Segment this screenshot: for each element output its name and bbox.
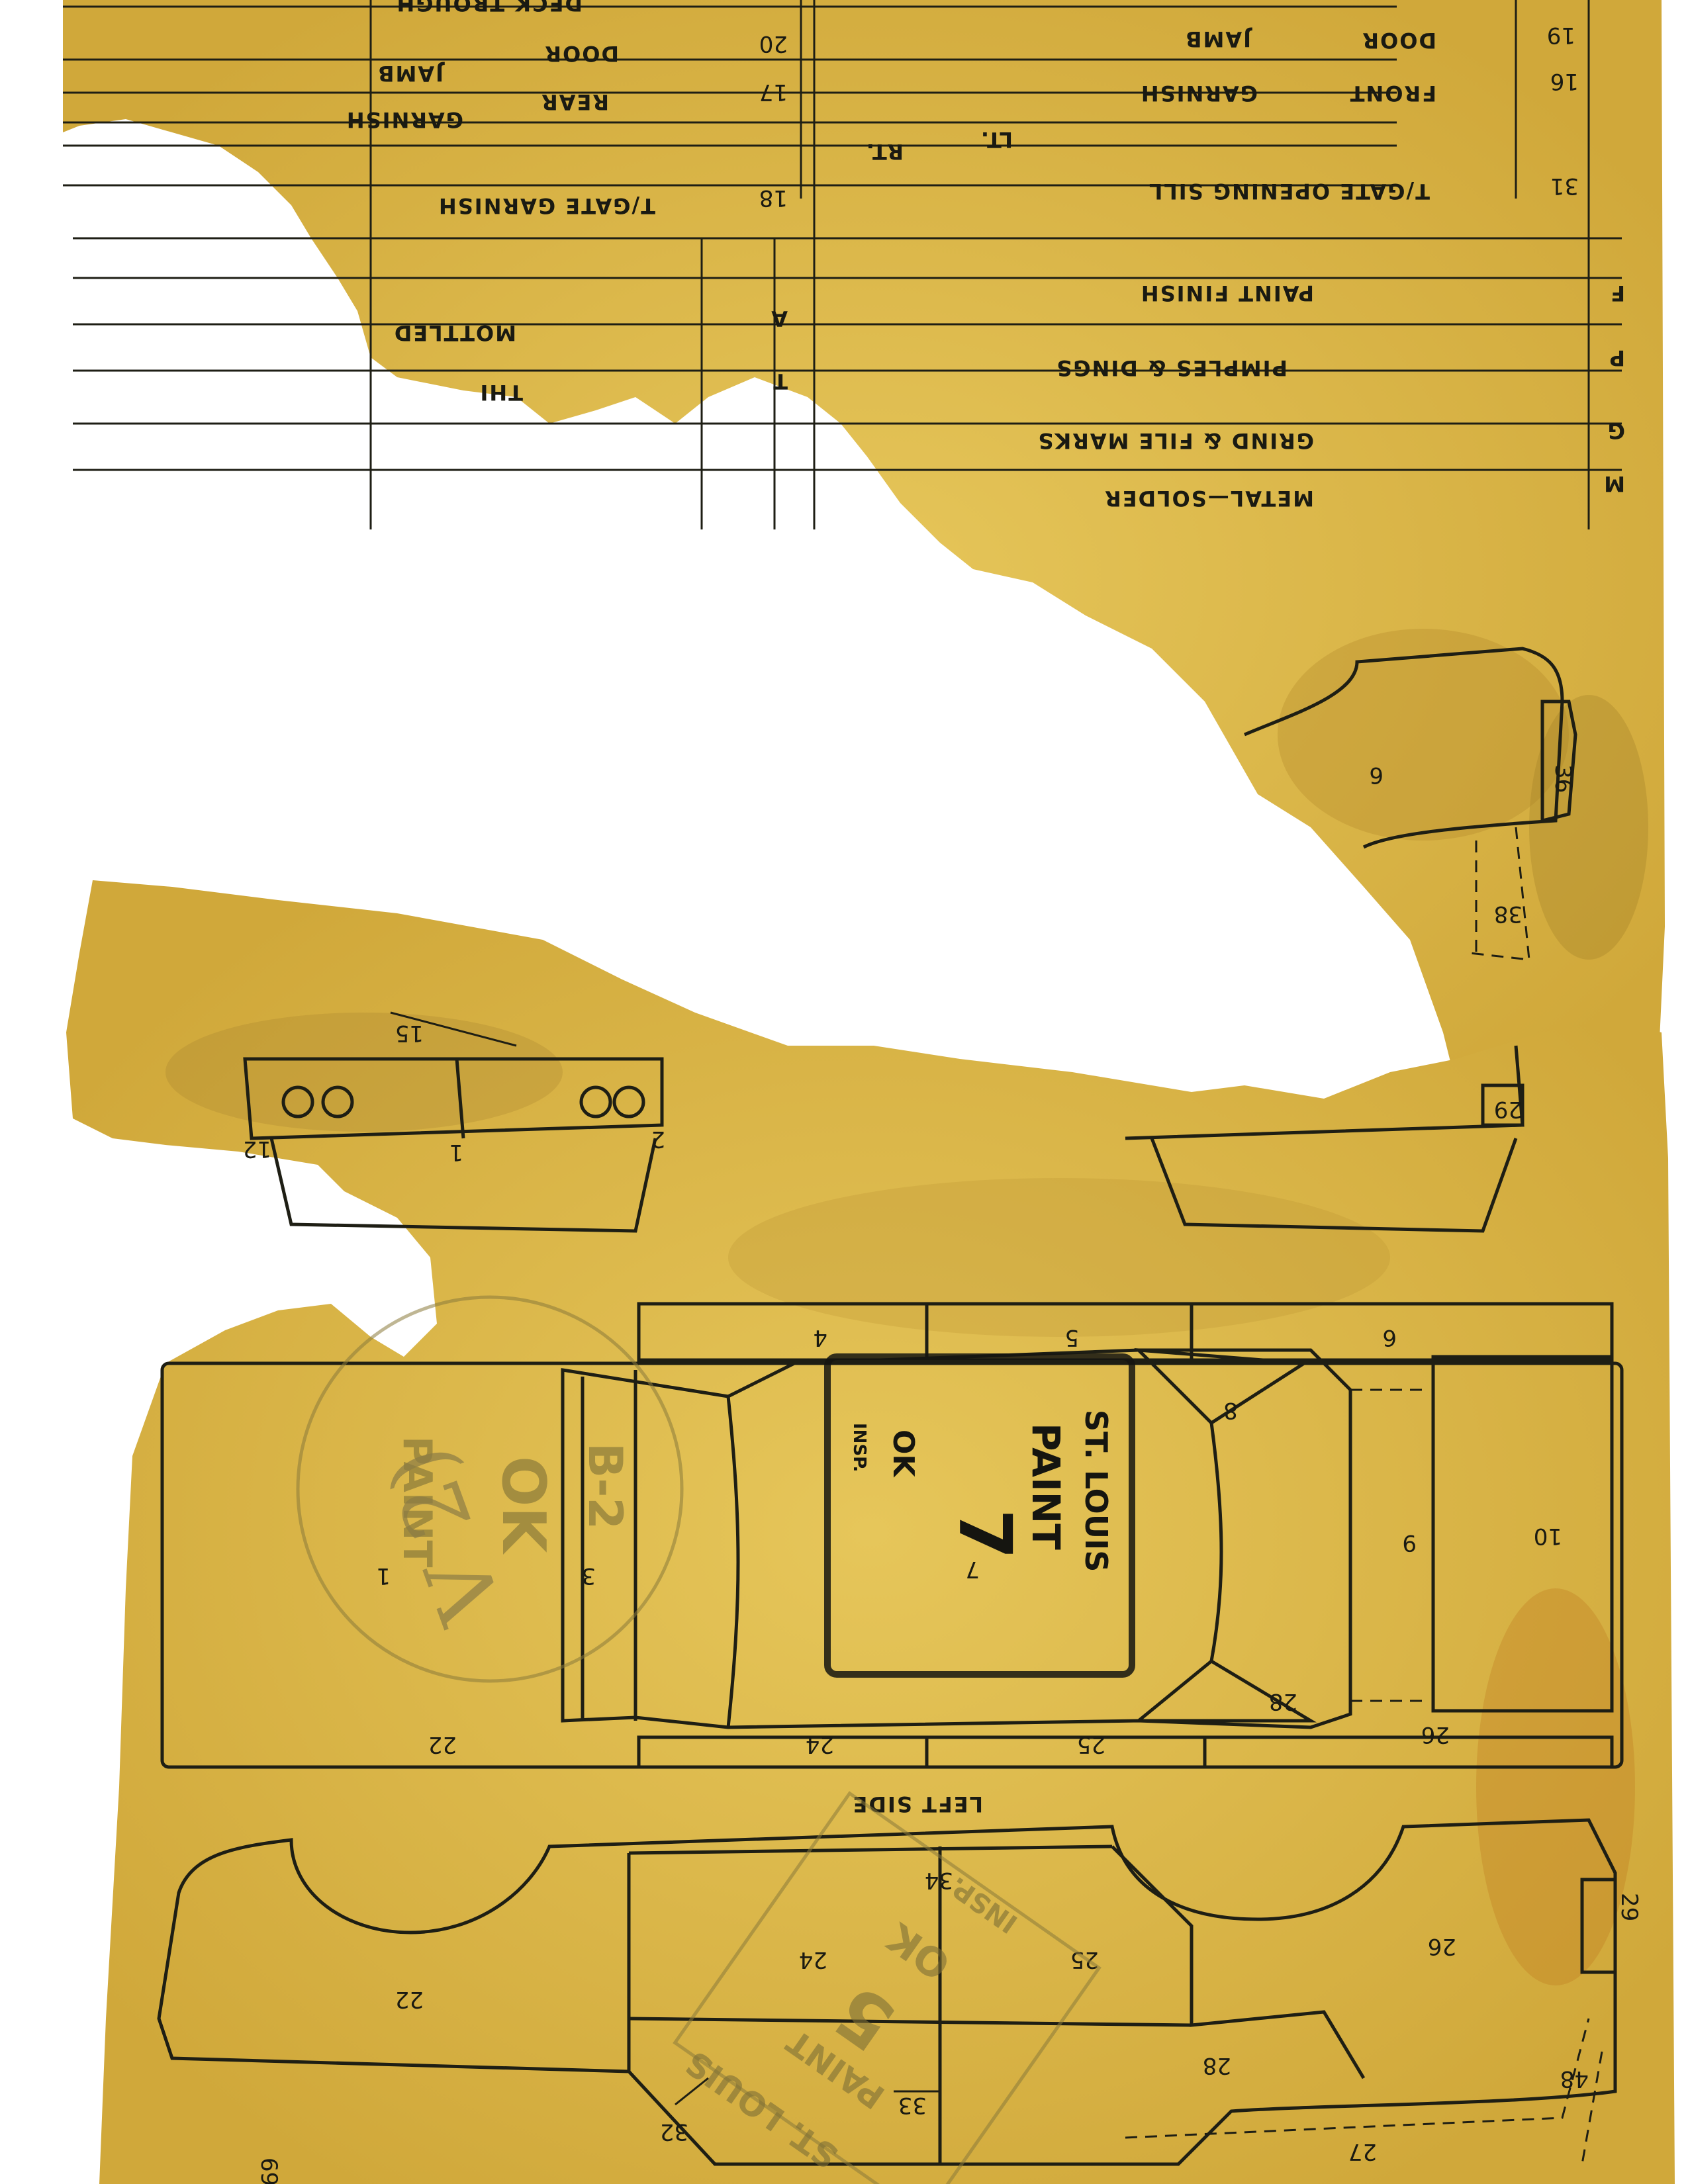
row-area: DOOR (1361, 28, 1436, 53)
defect-label-2: MOTTLED (393, 320, 516, 345)
row-sub: JAMB (1184, 26, 1252, 52)
part-number: 22 (428, 1731, 457, 1758)
part-number: 24 (806, 1731, 834, 1758)
stamp-text: PAINT (1023, 1423, 1068, 1550)
part-number: 27 (1348, 2138, 1377, 2165)
part-number: 6 (1382, 1324, 1397, 1351)
row-number: 16 (1550, 68, 1579, 95)
row-sub: GARNISH (1140, 81, 1258, 106)
checklist-table (63, 0, 1622, 529)
defect-label: PAINT FINISH (1140, 281, 1314, 306)
part-number: 24 (799, 1946, 827, 1973)
row-number: 20 (759, 30, 788, 57)
part-number: 1 (376, 1563, 391, 1589)
inspection-stamp-circle: B-2 OK PAINT (296, 1295, 684, 1683)
part-number: 5 (1064, 1324, 1079, 1351)
row-area: FRONT (1349, 81, 1436, 106)
part-number: 1 (449, 1139, 463, 1165)
row-area: DECK TROUGH (395, 0, 583, 16)
part-number: 48 (1560, 2066, 1589, 2092)
stamp-text: B-2 (578, 1443, 632, 1529)
part-number: 29 (1494, 1096, 1523, 1122)
stamp-text: ST. LOUIS (1078, 1410, 1114, 1572)
defect-code: M (1603, 471, 1625, 496)
row-area: REAR (540, 89, 609, 114)
lt-header: LT. (980, 127, 1013, 152)
row-number: 18 (759, 185, 788, 211)
stain (165, 1013, 563, 1132)
part-number: 8 (1223, 1397, 1238, 1424)
row-area: T/GATE OPENING SILL (1148, 179, 1430, 204)
part-number: 26 (1421, 1721, 1450, 1748)
defect-code: P (1609, 345, 1625, 371)
rear-end-view: 29 (1125, 1045, 1524, 1233)
paper-piece-upper (63, 0, 1665, 1165)
page-number: 69 (256, 2158, 282, 2184)
part-number: 7 (965, 1556, 980, 1582)
stain (728, 1178, 1390, 1337)
part-number: 28 (1203, 2052, 1231, 2079)
stamp-text: OK (489, 1456, 558, 1555)
part-number: 4 (813, 1324, 827, 1351)
inspection-stamp-main: ST. LOUIS PAINT 7 OK INSP. (824, 1353, 1135, 1678)
stamp-text: 7 (943, 1509, 1027, 1560)
defect-label: GRIND & FILE MARKS (1037, 428, 1314, 453)
part-number: 36 (1550, 764, 1576, 793)
row-number: 19 (1547, 22, 1575, 48)
row-number: 31 (1550, 173, 1579, 199)
part-number: 25 (1077, 1731, 1105, 1758)
row-number: 17 (759, 79, 788, 105)
part-number: 6 (1369, 762, 1383, 788)
part-number: 3 (581, 1563, 596, 1589)
stamp-text: OK (886, 1430, 920, 1478)
part-number: 33 (898, 2092, 927, 2118)
row-area: T/GATE GARNISH (438, 193, 655, 218)
stain (1278, 629, 1569, 841)
defect-code: G (1607, 418, 1625, 443)
upper-side-view: 6 36 38 (1244, 647, 1577, 961)
stain (1476, 1588, 1635, 1985)
part-number: 15 (395, 1020, 424, 1046)
front-end-view: 15 1 2 12 (243, 1011, 665, 1233)
stamp-text: PAINT (394, 1436, 440, 1567)
defect-code: F (1609, 281, 1625, 306)
part-number: 10 (1534, 1523, 1562, 1549)
defect-code-2: T (772, 369, 788, 394)
row-area: DOOR (543, 41, 619, 66)
part-number: 32 (660, 2118, 688, 2145)
part-number: 2 (651, 1126, 665, 1152)
left-side-label: LEFT SIDE (852, 1792, 983, 1817)
defect-label-2: THI (479, 380, 523, 405)
checklist-text: 19 DOOR JAMB 16 FRONT GARNISH 31 T/GATE … (346, 0, 1625, 511)
row-sub: GARNISH (346, 107, 463, 132)
part-number: 12 (243, 1136, 271, 1162)
stamp-text: INSP. (849, 1423, 869, 1472)
part-number: 26 (1428, 1933, 1456, 1960)
part-number: 22 (395, 1986, 424, 2013)
part-number: 34 (925, 1867, 953, 1893)
part-number: 29 (1616, 1893, 1642, 1921)
part-number: 28 (1269, 1688, 1297, 1715)
part-number: 9 (1402, 1529, 1417, 1556)
paper-piece-lower (66, 880, 1675, 2184)
stain (1529, 695, 1648, 960)
car-top-view: 1 3 4 5 6 7 8 9 10 22 24 25 26 28 (160, 1302, 1624, 1769)
part-number: 38 (1494, 901, 1523, 927)
rt-header: RT. (865, 139, 904, 164)
row-sub: JAMB (377, 61, 445, 86)
defect-label: METAL—SOLDER (1103, 486, 1314, 511)
defect-label: PIMPLES & DINGS (1055, 355, 1288, 381)
defect-code-2: A (770, 306, 788, 331)
